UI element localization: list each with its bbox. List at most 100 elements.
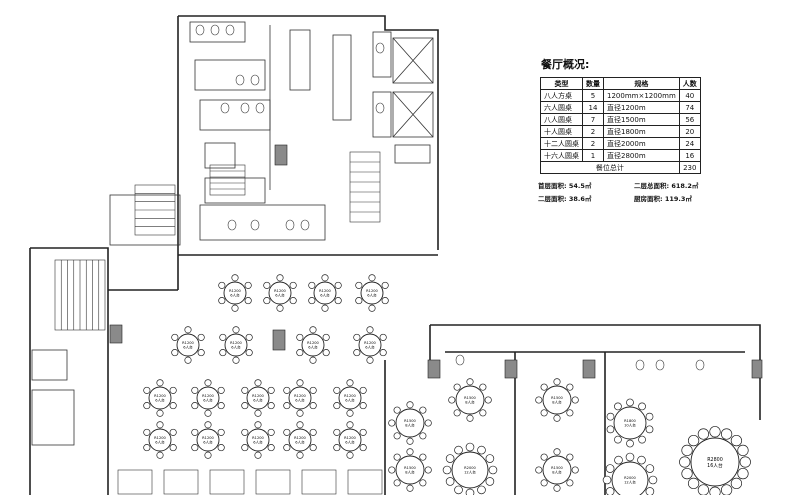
row-count: 7 — [582, 113, 604, 126]
table-capacity-label: 6人台 — [155, 398, 165, 403]
table-size-label: R1200 — [294, 436, 306, 440]
row-spec: 直径1500m — [603, 113, 680, 126]
table-row: 十二人圆桌 2 直径2000m 24 — [540, 137, 701, 150]
table-capacity-label: 6人台 — [183, 345, 193, 350]
summary-header-row: 类型 数量 规格 人数 — [540, 77, 701, 90]
table-size-label: R1500 — [551, 396, 563, 400]
row-count: 5 — [582, 89, 604, 102]
table-size-label: R1200 — [252, 394, 264, 398]
table-capacity-label: 6人台 — [365, 345, 375, 350]
table-size-label: R1200 — [274, 289, 286, 293]
table-size-label: R1200 — [344, 394, 356, 398]
table-size-label: R1200 — [366, 289, 378, 293]
row-count: 2 — [582, 125, 604, 138]
table-capacity-label: 6人台 — [308, 345, 318, 350]
row-people: 16 — [678, 149, 701, 162]
row-spec: 直径2000m — [603, 137, 680, 150]
header-count: 数量 — [582, 77, 604, 90]
row-type: 八人方桌 — [540, 89, 583, 102]
summary-title: 餐厅概况: — [541, 58, 590, 71]
table-size-label: R2000 — [624, 476, 636, 480]
table-capacity-label: 8人台 — [405, 470, 415, 475]
table-row: 十六人圆桌 1 直径2800m 16 — [540, 149, 701, 162]
row-type: 六人圆桌 — [540, 101, 583, 114]
table-size-label: R1200 — [252, 436, 264, 440]
table-capacity-label: 12人台 — [624, 480, 636, 485]
table-size-label: R2000 — [464, 466, 476, 470]
table-capacity-label: 6人台 — [367, 293, 377, 298]
table-size-label: R1500 — [551, 466, 563, 470]
restaurant-summary: 餐厅概况: 类型 数量 规格 人数 八人方桌 5 1200mm×1200mm 4… — [535, 56, 797, 203]
table-capacity-label: 6人台 — [295, 398, 305, 403]
table-size-label: R1200 — [294, 394, 306, 398]
row-people: 56 — [678, 113, 701, 126]
total-label: 餐位总计 — [540, 161, 680, 174]
table-size-label: R1200 — [344, 436, 356, 440]
table-size-label: R1200 — [230, 341, 242, 345]
row-spec: 直径2800m — [603, 149, 680, 162]
table-size-label: R1200 — [154, 436, 166, 440]
table-size-label: R1200 — [229, 289, 241, 293]
total-value: 230 — [678, 161, 701, 174]
table-capacity-label: 6人台 — [253, 440, 263, 445]
table-size-label: R1200 — [364, 341, 376, 345]
area-stats: 首层面积: 54.5㎡ 二层总面积: 618.2㎡ 二层面积: 38.6㎡ 厨房… — [538, 180, 797, 203]
row-spec: 直径1800m — [603, 125, 680, 138]
row-people: 24 — [678, 137, 701, 150]
table-capacity-label: 6人台 — [231, 345, 241, 350]
table-capacity-label: 6人台 — [275, 293, 285, 298]
row-spec: 直径1200m — [603, 101, 680, 114]
columns — [109, 144, 763, 379]
table-capacity-label: 16人台 — [707, 462, 723, 469]
table-capacity-label: 6人台 — [345, 440, 355, 445]
row-type: 八人圆桌 — [540, 113, 583, 126]
row-type: 十二人圆桌 — [540, 137, 583, 150]
table-row: 八人方桌 5 1200mm×1200mm 40 — [540, 89, 701, 102]
table-size-label: R1200 — [307, 341, 319, 345]
table-row: 八人圆桌 7 直径1500m 56 — [540, 113, 701, 126]
table-capacity-label: 6人台 — [230, 293, 240, 298]
header-type: 类型 — [540, 77, 583, 90]
dining-tables: R12006人台R12006人台R12006人台R12006人台R12006人台… — [143, 274, 751, 495]
table-capacity-label: 8人台 — [552, 470, 562, 475]
table-size-label: R1200 — [202, 394, 214, 398]
header-spec: 规格 — [603, 77, 680, 90]
row-type: 十人圆桌 — [540, 125, 583, 138]
row-people: 20 — [678, 125, 701, 138]
table-capacity-label: 8人台 — [465, 400, 475, 405]
row-people: 40 — [678, 89, 701, 102]
table-size-label: R1500 — [464, 396, 476, 400]
table-capacity-label: 6人台 — [203, 440, 213, 445]
interior-lines — [31, 21, 434, 446]
row-count: 1 — [582, 149, 604, 162]
walls — [29, 15, 761, 495]
header-people: 人数 — [678, 77, 701, 90]
table-size-label: R1500 — [404, 466, 416, 470]
row-spec: 1200mm×1200mm — [603, 89, 680, 102]
table-row: 十人圆桌 2 直径1800m 20 — [540, 125, 701, 138]
table-size-label: R1500 — [404, 419, 416, 423]
table-capacity-label: 6人台 — [295, 440, 305, 445]
table-capacity-label: 8人台 — [405, 423, 415, 428]
